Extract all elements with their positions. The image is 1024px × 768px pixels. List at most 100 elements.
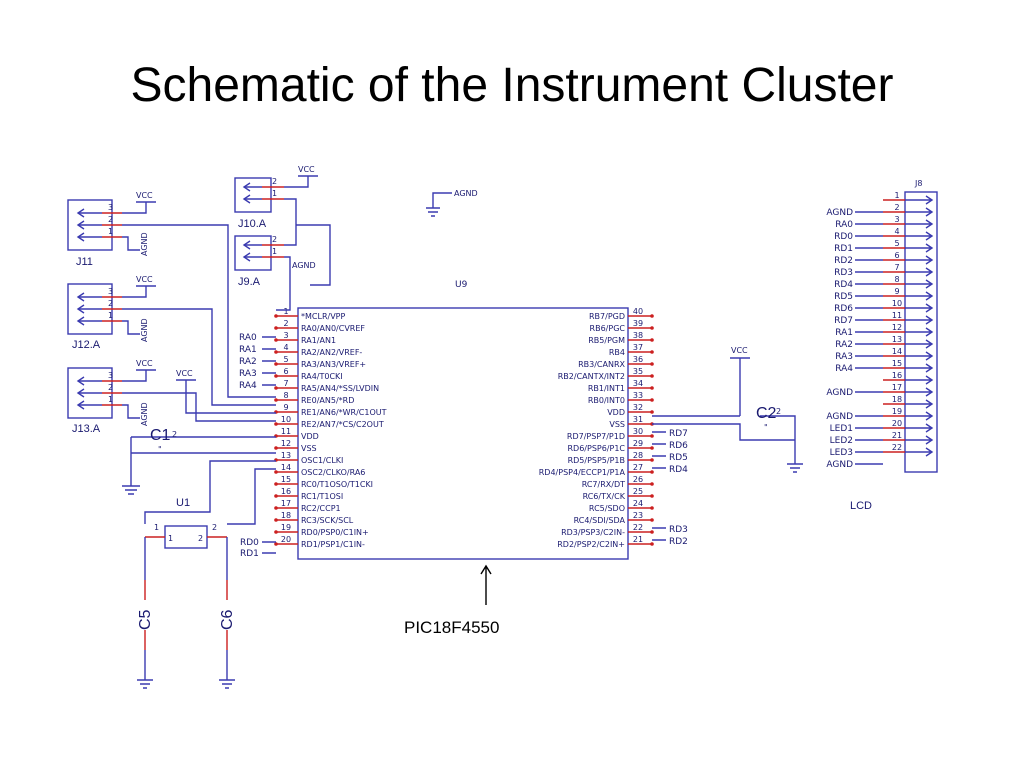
lcd-net-label: LED2 xyxy=(830,436,853,446)
mcu-pin-name: RE2/AN7/*CS/C2OUT xyxy=(301,420,384,429)
mcu-pin-number: 16 xyxy=(281,487,291,496)
mcu-pin-name: RB5/PGM xyxy=(588,336,625,345)
mcu-pin-name: RC7/RX/DT xyxy=(582,480,625,489)
mcu-pin-dot xyxy=(274,422,278,426)
lcd-pin-number: 14 xyxy=(892,347,902,356)
mcu-pin-dot xyxy=(650,482,654,486)
mcu-pin-dot xyxy=(650,326,654,330)
mcu-pin-dot xyxy=(650,386,654,390)
mcu-pin-name: RA5/AN4/*SS/LVDIN xyxy=(301,384,379,393)
mcu-pin-dot xyxy=(650,542,654,546)
mcu-pin-dot xyxy=(274,482,278,486)
mcu-pin-name: RC6/TX/CK xyxy=(583,492,626,501)
lcd-pin-number: 18 xyxy=(892,395,902,404)
svg-text:2: 2 xyxy=(108,215,113,224)
mcu-pin-number: 10 xyxy=(281,415,291,424)
mcu-pin-name: RC2/CCP1 xyxy=(301,504,341,513)
mcu-pin-name: RB7/PGD xyxy=(589,312,625,321)
mcu-pin-name: OSC2/CLKO/RA6 xyxy=(301,468,365,477)
mcu-right-pins: 40RB7/PGD39RB6/PGC38RB5/PGM37RB436RB3/CA… xyxy=(539,307,654,549)
mcu-pin-number: 28 xyxy=(633,451,643,460)
mcu-pin-name: RD4/PSP4/ECCP1/P1A xyxy=(539,468,626,477)
mcu-pin-dot xyxy=(274,374,278,378)
mcu-pin-name: RA4/T0CKI xyxy=(301,372,343,381)
mcu-pin-name: RC0/T1OSO/T1CKI xyxy=(301,480,373,489)
net-rd0: RD0 xyxy=(240,538,259,548)
svg-text:VCC: VCC xyxy=(176,369,193,378)
lcd-pin-number: 20 xyxy=(892,419,902,428)
lcd-pin-arrow xyxy=(905,255,934,265)
lcd-pin-arrow xyxy=(905,279,934,289)
lcd-pin-number: 10 xyxy=(892,299,902,308)
wire-j11-ra5 xyxy=(122,224,276,398)
j13-ref: J13.A xyxy=(72,423,101,435)
lcd-pin-arrow xyxy=(905,351,934,361)
lcd-net-label: AGND xyxy=(826,460,853,470)
svg-text:2: 2 xyxy=(272,177,277,186)
mcu-pin-name: RA3/AN3/VREF+ xyxy=(301,360,366,369)
net-ra4: RA4 xyxy=(239,381,257,391)
capacitor-c5: C5 xyxy=(137,580,154,689)
net-rd2: RD2 xyxy=(669,537,688,547)
mcu-pin-dot xyxy=(650,374,654,378)
mcu-pin-number: 14 xyxy=(281,463,291,472)
svg-text:AGND: AGND xyxy=(140,318,149,342)
lcd-net-label: RD1 xyxy=(834,244,853,254)
svg-text:VCC: VCC xyxy=(136,191,153,200)
mcu-left-net-labels: RA0 RA1 RA2 RA3 RA4 RD0 RD1 xyxy=(239,333,259,559)
mcu-pin-dot xyxy=(274,470,278,474)
svg-text:C2: C2 xyxy=(756,405,777,422)
mcu-pin-number: 36 xyxy=(633,355,643,364)
mcu-left-pins: 1*MCLR/VPP2RA0/AN0/CVREF3RA1/AN14RA2/AN2… xyxy=(274,307,387,549)
svg-text:": " xyxy=(158,445,162,454)
lcd-pin-number: 13 xyxy=(892,335,902,344)
lcd-net-label: RD0 xyxy=(834,232,853,242)
lcd-net-label: RA4 xyxy=(835,364,853,374)
mcu-pin-number: 26 xyxy=(633,475,643,484)
lcd-pin-arrow xyxy=(905,315,934,325)
svg-text:1: 1 xyxy=(272,189,277,198)
mcu-pin-number: 34 xyxy=(633,379,643,388)
lcd-pin-arrow xyxy=(905,375,934,385)
mcu-pin-dot xyxy=(274,506,278,510)
svg-text:1: 1 xyxy=(272,247,277,256)
chip-caption: PIC18F4550 xyxy=(404,618,499,637)
mcu-pin-number: 8 xyxy=(283,391,288,400)
lcd-pin-arrow xyxy=(905,447,934,457)
lcd-pin-number: 6 xyxy=(894,251,899,260)
mcu-pin-name: RD0/PSP0/C1IN+ xyxy=(301,528,369,537)
mcu-pin-name: OSC1/CLKI xyxy=(301,456,343,465)
mcu-pin-dot xyxy=(650,494,654,498)
mcu-pin-number: 18 xyxy=(281,511,291,520)
mcu-pin-number: 24 xyxy=(633,499,643,508)
svg-text:1: 1 xyxy=(154,523,159,532)
mcu-pin-dot xyxy=(650,434,654,438)
lcd-pin-number: 7 xyxy=(894,263,899,272)
mcu-pin-number: 39 xyxy=(633,319,643,328)
svg-text:1: 1 xyxy=(108,311,113,320)
agnd-symbol-top: AGND xyxy=(426,189,478,217)
lcd-pin-number: 4 xyxy=(894,227,899,236)
mcu-pin-number: 5 xyxy=(283,355,288,364)
mcu-pin-name: RC5/SDO xyxy=(589,504,625,513)
connector-j11: 3 2 1 J11 xyxy=(67,199,122,268)
lcd-pin-number: 12 xyxy=(892,323,902,332)
svg-text:C6: C6 xyxy=(219,609,236,630)
mcu-pin-name: VSS xyxy=(301,444,317,453)
connector-j9: 2 1 J9.A xyxy=(234,235,284,288)
mcu-pin-number: 1 xyxy=(283,307,288,316)
lcd-net-label: RD3 xyxy=(834,268,853,278)
svg-text:3: 3 xyxy=(108,287,113,296)
lcd-pin-number: 5 xyxy=(894,239,899,248)
svg-text:AGND: AGND xyxy=(140,402,149,426)
mcu-pin-number: 40 xyxy=(633,307,643,316)
mcu-pin-number: 27 xyxy=(633,463,643,472)
lcd-pin-number: 22 xyxy=(892,443,902,452)
net-ra3: RA3 xyxy=(239,369,257,379)
lcd-pin-arrow xyxy=(905,435,934,445)
net-ra2: RA2 xyxy=(239,357,257,367)
net-ra0: RA0 xyxy=(239,333,257,343)
mcu-pin-number: 3 xyxy=(283,331,288,340)
svg-text:VCC: VCC xyxy=(298,165,315,174)
svg-text:AGND: AGND xyxy=(292,261,316,270)
